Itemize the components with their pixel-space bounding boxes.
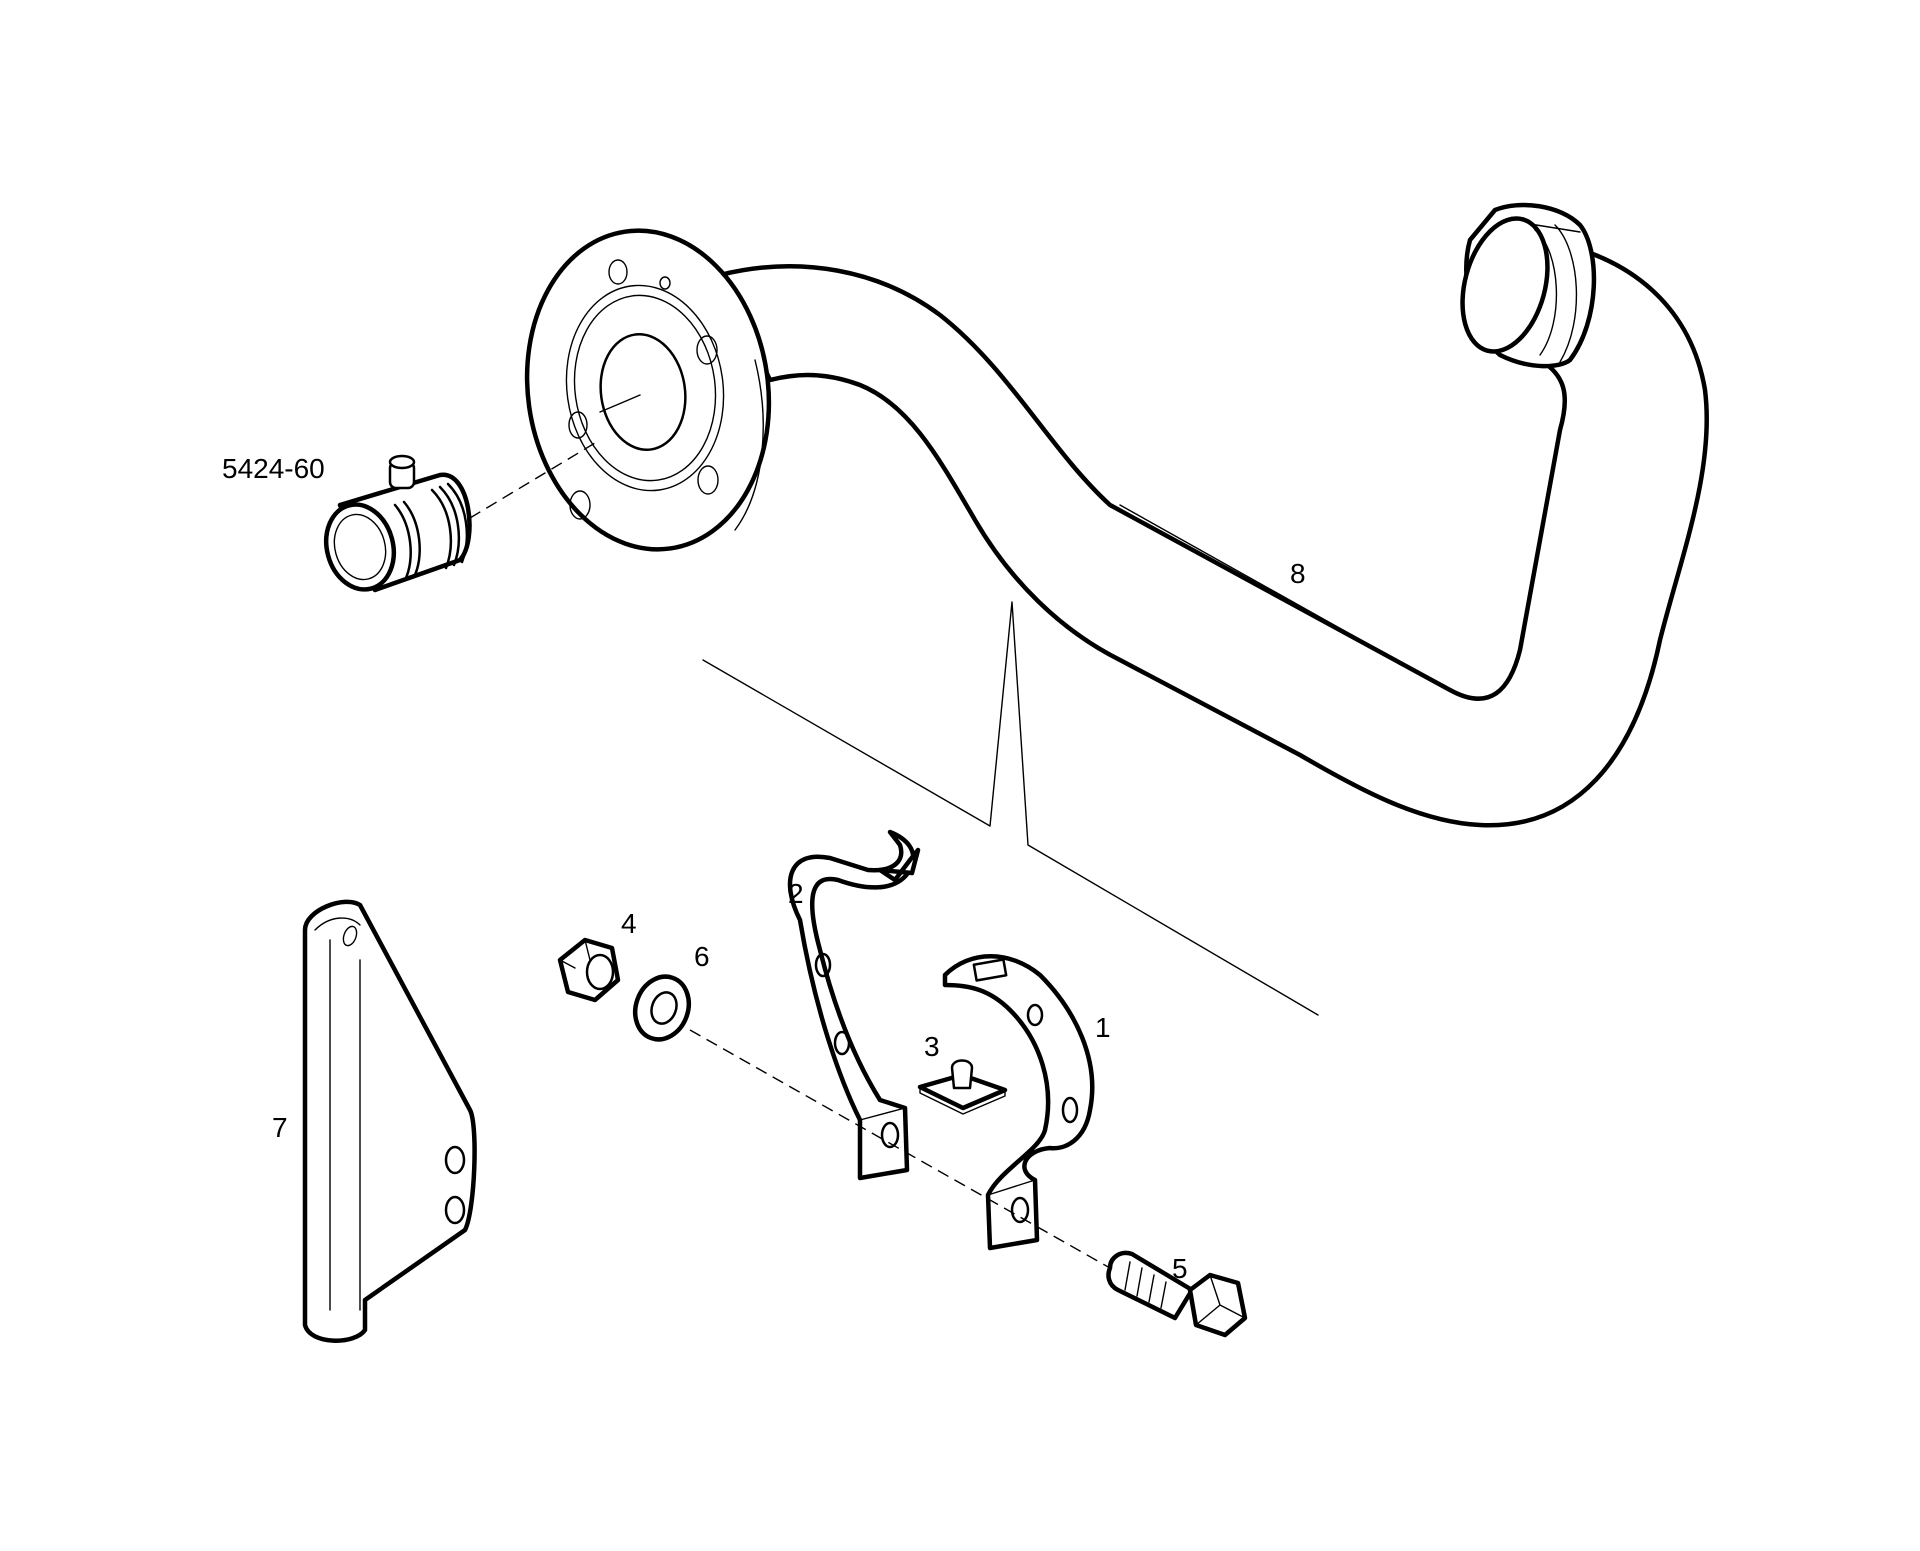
callout-adapter: 5424-60 xyxy=(222,453,325,484)
callout-clamp-rear: 1 xyxy=(1095,1012,1111,1043)
pipe-flange xyxy=(524,228,772,552)
adapter-assembly-line xyxy=(469,439,601,519)
plate-nut-part xyxy=(917,1059,1008,1115)
pipe-callout-leaders xyxy=(702,601,1319,1016)
callout-pipe: 8 xyxy=(1290,558,1306,589)
clamp-half-front-part xyxy=(787,829,921,1181)
bolt-assembly-line xyxy=(689,1029,1111,1269)
hex-bolt-part xyxy=(1106,1250,1248,1338)
callout-plate-nut: 3 xyxy=(924,1031,940,1062)
clamp-half-rear-part xyxy=(942,954,1095,1251)
threaded-adapter-part xyxy=(323,454,472,593)
hex-nut-part xyxy=(557,937,621,1003)
callout-clamp-front: 2 xyxy=(788,878,804,909)
callout-nut: 4 xyxy=(621,908,637,939)
washer-part xyxy=(632,974,692,1042)
mounting-bracket-part xyxy=(302,899,477,1343)
callout-bracket: 7 xyxy=(272,1112,288,1143)
callout-washer: 6 xyxy=(694,941,710,972)
exhaust-pipe-part xyxy=(717,202,1710,828)
callout-bolt: 5 xyxy=(1172,1253,1188,1284)
